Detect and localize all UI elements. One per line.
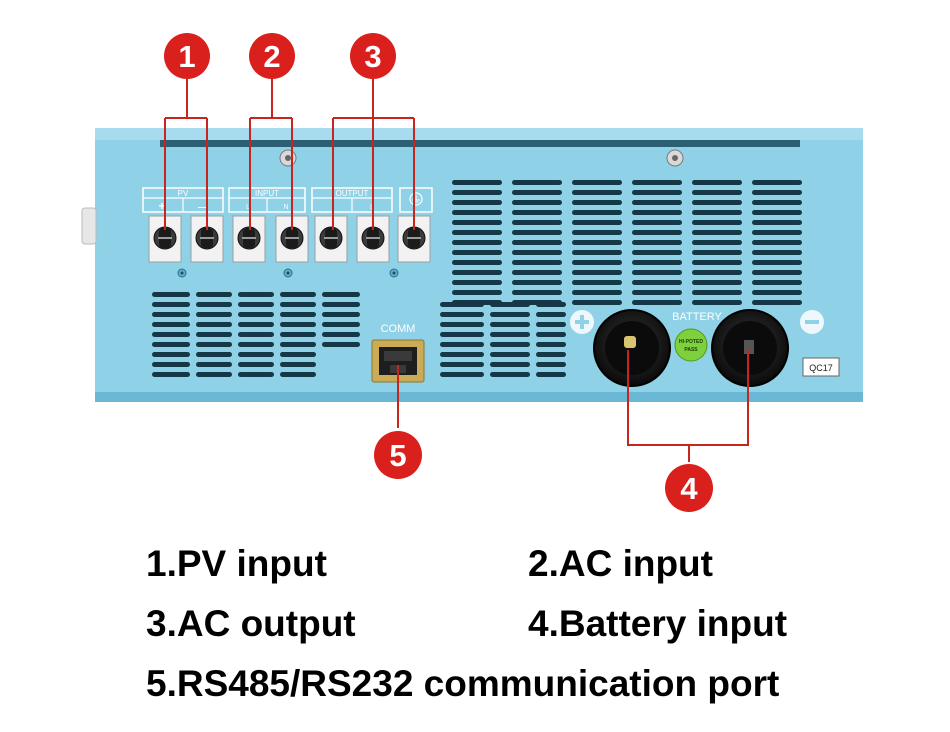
battery-plus-icon [570,310,594,334]
legend-item-pv-input: 1.PV input [146,543,327,584]
input-header-text: INPUT [255,189,279,198]
battery-negative-terminal [711,309,789,387]
legend-item-communication-port: 5.RS485/RS232 communication port [146,663,780,704]
callout-4: 4 [665,464,713,512]
legend-item-battery-input: 4.Battery input [528,603,788,644]
hipot-line2-text: PASS [684,347,698,353]
battery-label-text: BATTERY [672,311,722,323]
output-header-text: OUTPUT [336,189,369,198]
ventilation-grille [152,180,802,377]
hipot-line1-text: HI-POTED [679,339,703,345]
battery-section: BATTERY HI-POTED PASS QC17 [570,309,840,387]
callout-5-number: 5 [389,438,406,473]
pv-header-text: PV [178,189,189,198]
pv-plus-text: + [158,199,165,213]
terminal-block: PV + — INPUT L N OUTPUT L [140,184,440,278]
legend-item-ac-input: 2.AC input [528,543,713,584]
qc-label-text: QC17 [809,363,833,373]
leader-lines [164,78,749,462]
callout-3: 3 [350,33,396,79]
battery-positive-terminal [593,309,671,387]
callout-1: 1 [164,33,210,79]
legend-item-ac-output: 3.AC output [146,603,356,644]
battery-minus-icon [800,310,824,334]
pv-minus-text: — [198,202,208,213]
qc-sticker: QC17 [802,357,840,377]
callout-3-number: 3 [364,39,381,74]
callout-2: 2 [249,33,295,79]
callout-2-number: 2 [263,39,280,74]
callout-5: 5 [374,431,422,479]
input-l-text: L [246,204,250,211]
callout-1-number: 1 [178,39,195,74]
inverter-diagram: PV + — INPUT L N OUTPUT L COMM [81,33,863,512]
hipot-pass-sticker: HI-POTED PASS [674,328,708,362]
input-n-text: N [283,204,288,211]
comm-label-text: COMM [381,323,416,335]
callout-4-number: 4 [680,471,698,506]
